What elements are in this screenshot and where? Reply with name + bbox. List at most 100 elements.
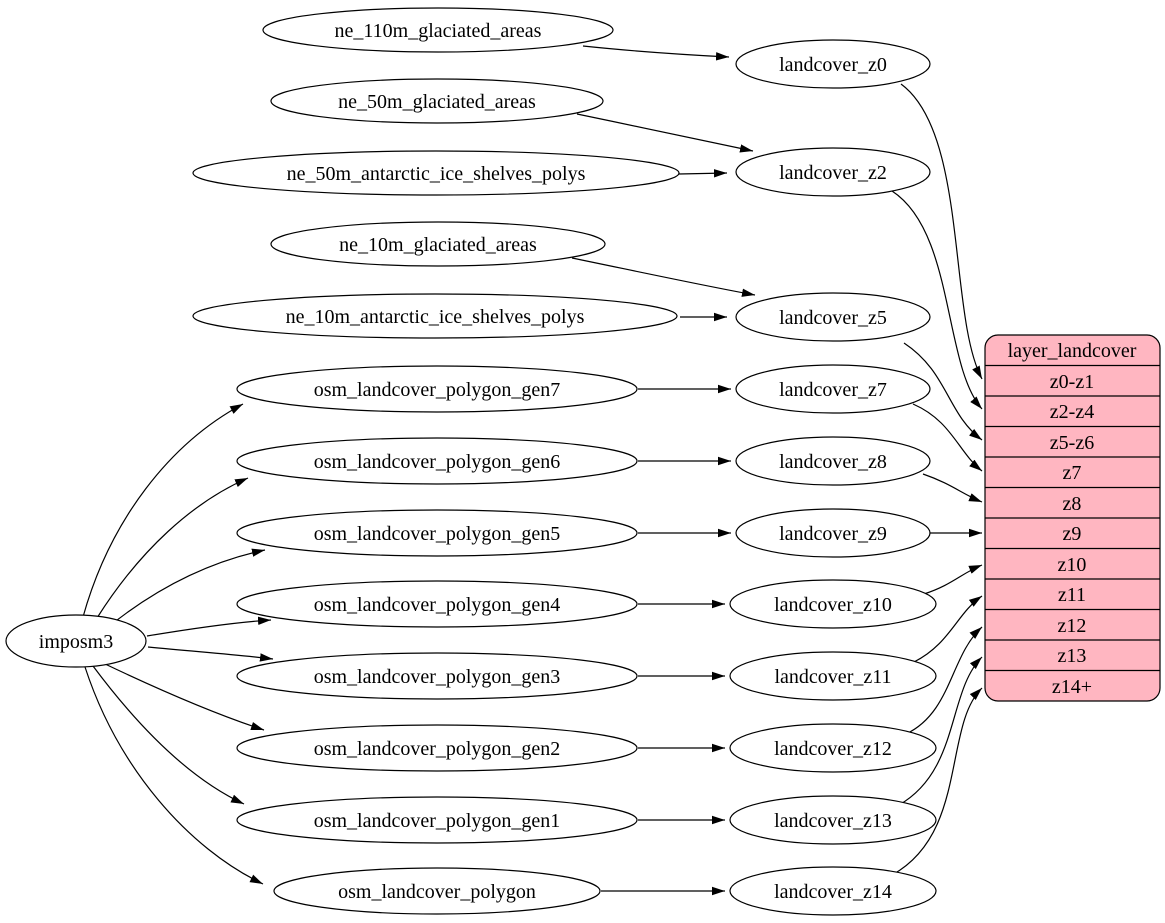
record-layer-landcover: layer_landcover z0-z1 z2-z4 z5-z6 z7 z8 … [984, 334, 1161, 702]
record-row-z12: z12 [1058, 615, 1087, 637]
node-label: landcover_z8 [779, 451, 887, 473]
node-ellipse [273, 867, 601, 915]
edge-imposm3-to-gen1 [92, 665, 245, 805]
edge-landcover-z5-to-row-z5-z6 [903, 342, 983, 441]
node-label: landcover_z0 [779, 54, 887, 76]
node-ellipse [192, 150, 680, 196]
node-osm-landcover-polygon-gen4: osm_landcover_polygon_gen4 [236, 580, 638, 628]
record-row-z9: z9 [1063, 523, 1082, 545]
node-landcover-z9: landcover_z9 [735, 508, 931, 558]
edge-ne-50m-antarctic-ice-shelves-polys-to-landcover-z2 [678, 169, 728, 178]
node-label: landcover_z9 [779, 523, 887, 545]
node-osm-landcover-polygon-gen3: osm_landcover_polygon_gen3 [236, 652, 638, 700]
edge-landcover-z8-to-row-z8 [922, 473, 983, 503]
node-ellipse [236, 365, 638, 413]
edge-imposm3-to-gen6 [96, 477, 249, 619]
record-row-z7: z7 [1063, 462, 1082, 484]
node-ellipse [236, 652, 638, 700]
node-ne-50m-glaciated-areas: ne_50m_glaciated_areas [270, 78, 604, 124]
edge-ne-110m-glaciated-areas-to-landcover-z0 [582, 45, 730, 61]
node-landcover-z14: landcover_z14 [729, 866, 937, 916]
node-label: osm_landcover_polygon_gen3 [314, 666, 561, 688]
node-ellipse [5, 614, 147, 668]
edge-landcover-z13-to-row-z13 [898, 656, 983, 806]
node-ne-10m-antarctic-ice-shelves-polys: ne_10m_antarctic_ice_shelves_polys [192, 293, 678, 339]
edge-landcover-z10-to-row-z10 [923, 564, 983, 595]
node-label: osm_landcover_polygon [338, 881, 536, 903]
node-ellipse [729, 579, 937, 629]
edge-imposm3-to-osm-landcover-polygon [84, 666, 264, 885]
node-label: imposm3 [39, 631, 113, 653]
node-label: landcover_z13 [774, 810, 892, 832]
node-landcover-z8: landcover_z8 [735, 436, 931, 486]
node-ellipse [236, 724, 638, 772]
node-ellipse [236, 437, 638, 485]
node-label: ne_110m_glaciated_areas [335, 20, 542, 42]
node-label: landcover_z12 [774, 738, 892, 760]
node-ne-110m-glaciated-areas: ne_110m_glaciated_areas [262, 7, 614, 53]
node-osm-landcover-polygon-gen7: osm_landcover_polygon_gen7 [236, 365, 638, 413]
edge-imposm3-to-gen2 [102, 662, 265, 731]
node-imposm3: imposm3 [5, 614, 147, 668]
node-osm-landcover-polygon-gen1: osm_landcover_polygon_gen1 [236, 796, 638, 844]
edge-ne-50m-glaciated-areas-to-landcover-z2 [576, 113, 754, 153]
edge-imposm3-to-gen4 [146, 616, 272, 637]
node-label: landcover_z2 [779, 162, 887, 184]
node-ne-10m-glaciated-areas: ne_10m_glaciated_areas [270, 221, 606, 267]
edge-landcover-z14-to-row-z14plus [891, 687, 983, 876]
node-label: landcover_z11 [775, 666, 892, 688]
node-label: osm_landcover_polygon_gen2 [314, 738, 561, 760]
node-label: osm_landcover_polygon_gen1 [314, 810, 561, 832]
record-title: layer_landcover [1008, 340, 1137, 362]
node-ellipse [729, 795, 937, 845]
record-row-z13: z13 [1058, 645, 1087, 667]
node-osm-landcover-polygon-gen5: osm_landcover_polygon_gen5 [236, 509, 638, 557]
node-ellipse [236, 580, 638, 628]
edge-imposm3-to-gen3 [147, 646, 274, 662]
edge-landcover-z12-to-row-z12 [905, 626, 983, 735]
edge-imposm3-to-gen7 [82, 403, 244, 618]
record-row-z8: z8 [1063, 493, 1082, 515]
record-row-z5-z6: z5-z6 [1050, 432, 1094, 454]
node-landcover-z0: landcover_z0 [735, 39, 931, 89]
node-landcover-z2: landcover_z2 [735, 147, 931, 197]
node-ellipse [735, 436, 931, 486]
node-ellipse [729, 723, 937, 773]
node-ellipse [735, 147, 931, 197]
node-ellipse [729, 651, 937, 701]
node-ellipse [735, 292, 931, 342]
edge-landcover-z7-to-row-z7 [912, 403, 983, 472]
node-ellipse [270, 221, 606, 267]
node-label: landcover_z14 [774, 881, 892, 903]
record-row-z0-z1: z0-z1 [1050, 371, 1094, 393]
node-ellipse [236, 509, 638, 557]
node-label: osm_landcover_polygon_gen6 [314, 451, 561, 473]
node-label: osm_landcover_polygon_gen5 [314, 523, 561, 545]
node-landcover-z13: landcover_z13 [729, 795, 937, 845]
node-osm-landcover-polygon: osm_landcover_polygon [273, 867, 601, 915]
node-landcover-z10: landcover_z10 [729, 579, 937, 629]
node-label: osm_landcover_polygon_gen4 [314, 594, 561, 616]
node-ellipse [735, 508, 931, 558]
node-landcover-z12: landcover_z12 [729, 723, 937, 773]
node-osm-landcover-polygon-gen2: osm_landcover_polygon_gen2 [236, 724, 638, 772]
node-label: landcover_z10 [774, 594, 892, 616]
edge-imposm3-to-gen5 [106, 548, 266, 629]
node-landcover-z7: landcover_z7 [735, 364, 931, 414]
node-osm-landcover-polygon-gen6: osm_landcover_polygon_gen6 [236, 437, 638, 485]
node-label: ne_50m_glaciated_areas [338, 91, 536, 113]
node-ellipse [735, 39, 931, 89]
node-landcover-z5: landcover_z5 [735, 292, 931, 342]
node-label: ne_10m_glaciated_areas [339, 234, 537, 256]
node-ellipse [270, 78, 604, 124]
edge-layer [82, 45, 983, 896]
node-ellipse [236, 796, 638, 844]
node-landcover-z11: landcover_z11 [729, 651, 937, 701]
node-ne-50m-antarctic-ice-shelves-polys: ne_50m_antarctic_ice_shelves_polys [192, 150, 680, 196]
node-label: landcover_z7 [779, 379, 887, 401]
record-row-z2-z4: z2-z4 [1050, 401, 1094, 423]
edge-landcover-z11-to-row-z11 [913, 595, 983, 663]
record-row-z10: z10 [1058, 554, 1087, 576]
record-row-z14plus: z14+ [1052, 676, 1092, 698]
